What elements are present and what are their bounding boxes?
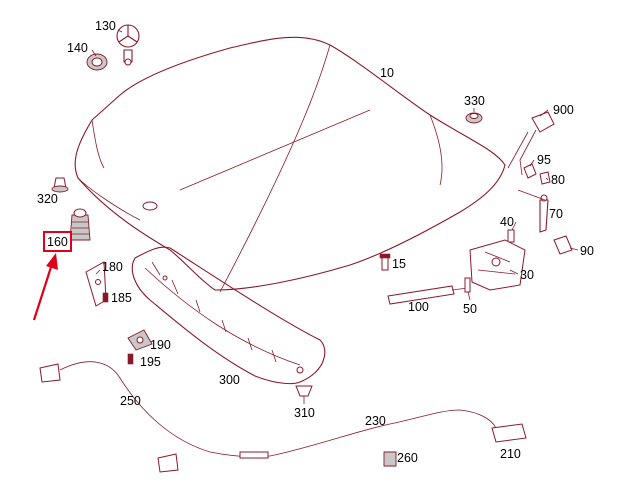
callout-190: 190: [150, 338, 171, 352]
bolt-15[interactable]: [379, 253, 391, 271]
callout-300: 300: [219, 373, 240, 387]
screw-195[interactable]: [127, 353, 134, 365]
hood-frame-300[interactable]: [131, 246, 326, 385]
clip-190[interactable]: [127, 329, 153, 351]
callout-320: 320: [37, 192, 58, 206]
screw-185[interactable]: [102, 292, 109, 303]
callout-50: 50: [463, 302, 477, 316]
hood-buffer-160[interactable]: [69, 208, 91, 241]
release-cable-230[interactable]: [269, 409, 497, 457]
callout-230: 230: [365, 414, 386, 428]
clip-310[interactable]: [295, 385, 313, 397]
hood-panel[interactable]: [74, 36, 506, 293]
callout-70: 70: [549, 207, 563, 221]
callout-15: 15: [392, 257, 406, 271]
callout-180: 180: [102, 260, 123, 274]
callout-30: 30: [520, 268, 534, 282]
wiring-harness-900[interactable]: [507, 111, 555, 176]
release-lever-90[interactable]: [553, 235, 573, 255]
callout-260: 260: [397, 451, 418, 465]
callout-80: 80: [551, 173, 565, 187]
plug-330[interactable]: [465, 112, 483, 124]
star-emblem[interactable]: [116, 24, 140, 66]
switch-80[interactable]: [539, 171, 551, 185]
rubber-buffer-320[interactable]: [51, 177, 69, 193]
sensor-95[interactable]: [523, 163, 537, 179]
callout-40: 40: [500, 215, 514, 229]
callout-330: 330: [464, 94, 485, 108]
release-cable-250[interactable]: [39, 361, 271, 473]
badge-emblem[interactable]: [86, 53, 108, 71]
callout-10: 10: [380, 66, 394, 80]
callout-310: 310: [294, 406, 315, 420]
callout-140: 140: [67, 41, 88, 55]
callout-95: 95: [537, 153, 551, 167]
callout-labels: 130 140 10 330 900 95 80 320 70 40 90 18…: [37, 19, 594, 465]
callout-130: 130: [95, 19, 116, 33]
bolt-40[interactable]: [507, 229, 515, 243]
callout-100: 100: [408, 300, 429, 314]
callout-160: 160: [47, 235, 68, 249]
latch-rod-70[interactable]: [517, 189, 549, 233]
callout-250: 250: [120, 394, 141, 408]
release-handle-210[interactable]: [491, 423, 527, 443]
callout-195: 195: [140, 355, 161, 369]
callout-90: 90: [580, 244, 594, 258]
callout-900: 900: [553, 103, 574, 117]
callout-210: 210: [500, 447, 521, 461]
highlight-arrow: [32, 263, 54, 321]
highlight-box: [43, 231, 72, 252]
hood-lock-30[interactable]: [469, 239, 526, 291]
screw-50[interactable]: [464, 277, 471, 293]
highlight-callout-160[interactable]: 160: [32, 231, 72, 321]
highlight-arrowhead: [46, 253, 58, 270]
callout-185: 185: [111, 291, 132, 305]
leader-lines: [91, 29, 579, 404]
clip-260[interactable]: [383, 451, 397, 467]
